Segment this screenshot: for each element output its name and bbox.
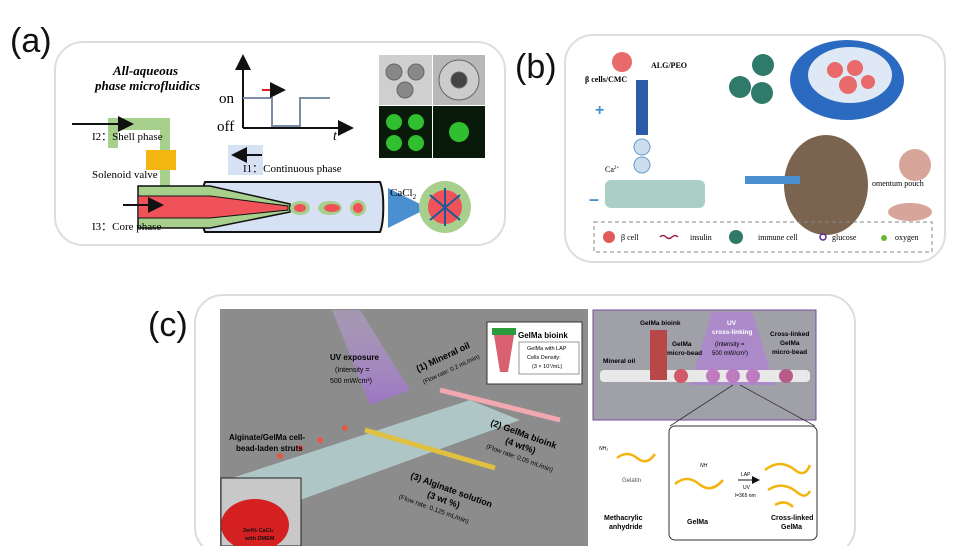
uv-exposure-label: UV exposure — [330, 353, 379, 362]
uv-beam — [332, 310, 410, 405]
wavelength-label: l=365 nm — [735, 493, 756, 499]
ca-label: Ca2+ — [605, 165, 619, 174]
r-uv-label-1: UV — [727, 320, 737, 327]
oxygen-icon — [881, 235, 887, 241]
methacrylic-label-1: Methacrylic — [604, 515, 643, 522]
gelma-chain — [674, 477, 724, 490]
panel-a-subtitle: phase microfluidics — [94, 78, 200, 93]
legend: β cell insulin immune cell glucose oxyge… — [603, 230, 919, 244]
glass-chip — [232, 400, 520, 500]
bioink-density-value: (3 × 10⁷/mL) — [532, 363, 562, 370]
droplets — [290, 200, 366, 216]
panel-b-label: (b) — [515, 48, 557, 86]
struts-label-1: Alginate/GelMa cell- — [229, 433, 305, 442]
beta-cells-cmc-label: β cells/CMC — [585, 75, 627, 84]
r-crosslinked-3: micro-bead — [772, 349, 807, 356]
legend-box — [593, 221, 933, 253]
nh2-label: NH₂ — [599, 446, 608, 452]
gelma-chem-label: GelMa — [687, 519, 708, 526]
panel-c-label: (c) — [148, 306, 188, 344]
omentum-pouch-label: omentum pouch — [872, 179, 924, 188]
beta-cell-cluster — [612, 52, 632, 72]
legend-immune-cell: immune cell — [758, 233, 799, 242]
struts-label-2: bead-laden struts — [236, 444, 303, 453]
gelatin-chain — [616, 452, 657, 463]
minus-electrode: – — [589, 189, 599, 209]
legend-insulin: insulin — [690, 233, 712, 242]
insulin-icon — [659, 234, 679, 240]
shell-phase-label: I2：Shell phase — [92, 131, 163, 143]
nh-label: NH — [700, 463, 708, 469]
coaxial-needle — [636, 80, 648, 135]
continuous-phase-label: I1：Continuous phase — [243, 163, 342, 175]
panel-a: (a) All-aqueous phase microfluidics on o… — [10, 22, 506, 246]
uv-crosslinking-beam — [690, 312, 775, 385]
crosslinked-gelma-1: Cross-linked — [771, 515, 813, 522]
immune-cell-icon — [729, 230, 743, 244]
gelma-inlet — [439, 387, 561, 423]
uv-chem-label: UV — [743, 485, 751, 491]
r-uv-label-2: cross-linking — [712, 329, 752, 336]
panel-a-title: All-aqueous — [112, 63, 178, 78]
syringe — [745, 176, 800, 184]
gelatin-label: Gelatin — [622, 478, 641, 484]
r-crosslinked-1: Cross-linked — [770, 331, 809, 338]
alg-peo-label: ALG/PEO — [651, 61, 687, 70]
uv-intensity-2: 500 mW/cm²) — [330, 378, 372, 385]
alginate-inlet — [364, 427, 496, 471]
r-bead-label-2: micro-bead — [667, 350, 702, 357]
lap-label: LAP — [741, 472, 751, 478]
gelma-reaction-box — [668, 425, 818, 541]
dish-label-2: with DMEM — [244, 536, 275, 542]
omentum-pouch — [899, 149, 931, 181]
mouse-illustration — [784, 135, 868, 235]
valve-signal-plot: on off t — [217, 54, 354, 144]
bioink-density: Cells Density: — [527, 355, 561, 361]
panel-b: (b) β cells/CMC ALG/PEO + Ca2+ – omentum… — [515, 34, 946, 263]
solenoid-valve-label: Solenoid valve — [92, 169, 158, 181]
cacl2-label: CaCl2 — [390, 187, 417, 201]
calcium-bath — [605, 180, 705, 208]
r-bioink-label: GelMa bioink — [640, 320, 681, 327]
beta-cell-icon — [603, 231, 615, 243]
uv-intensity-1: (Intensity = — [335, 367, 369, 374]
crosslinked-network — [764, 462, 812, 508]
crosslinking-process-image — [592, 309, 817, 421]
r-uv-label-4: 500 mW/cm²) — [712, 351, 748, 357]
r-uv-label-3: (Intensity = — [715, 342, 745, 348]
bioink-syringe — [650, 330, 667, 380]
bioink-box-title: GelMa bioink — [518, 331, 568, 340]
plus-electrode: + — [595, 102, 604, 119]
r-crosslinked-2: GelMa — [780, 340, 800, 347]
immune-cells — [729, 54, 774, 104]
crosslinked-gelma-2: GelMa — [781, 524, 802, 531]
signal-off-label: off — [217, 119, 234, 135]
bioink-lap: GelMa with LAP — [527, 346, 567, 352]
bioink-tube — [494, 335, 514, 372]
r-bead-label-1: GelMa — [672, 341, 692, 348]
legend-beta-cell: β cell — [621, 233, 639, 242]
micrograph-fluorescence-1 — [379, 106, 432, 158]
tube-channel — [600, 370, 810, 382]
core-channel — [137, 195, 289, 219]
glucose-icon — [819, 233, 827, 241]
core-phase-label: I3：Core phase — [92, 221, 161, 233]
signal-on-label: on — [219, 91, 235, 107]
r-oil-label: Mineral oil — [603, 358, 635, 365]
dish-label-1: 2wt% CaCl₂ — [243, 528, 274, 534]
solenoid-valve — [146, 150, 176, 170]
micro-beads — [674, 369, 793, 383]
panel-a-label: (a) — [10, 22, 52, 60]
panel-c: (c) UV exposure (Intensity = 500 mW/cm²)… — [148, 294, 856, 546]
legend-glucose: glucose — [832, 233, 857, 242]
legend-oxygen: oxygen — [895, 233, 919, 242]
signal-t-label: t — [333, 129, 338, 144]
methacrylic-label-2: anhydride — [609, 524, 643, 531]
